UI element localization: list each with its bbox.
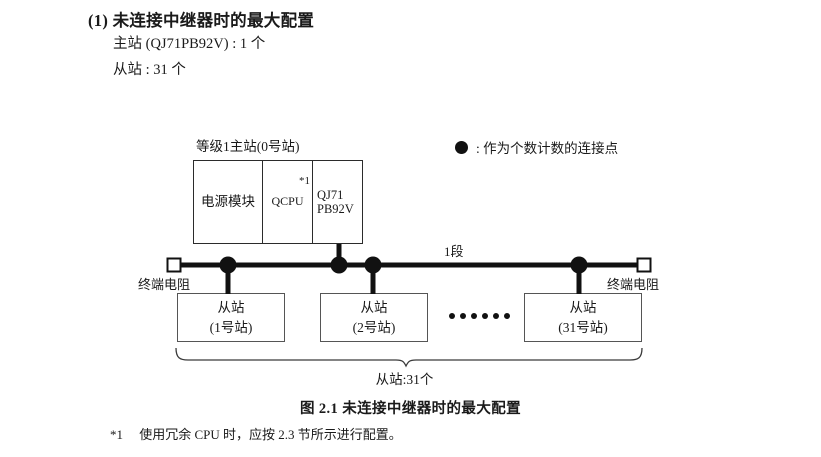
ellipsis-dot-icon [482,313,488,319]
ellipsis-dot-icon [493,313,499,319]
slave-count-caption: 从站:31个 [375,372,434,387]
slave-station-label-2-line2: (2号站) [352,319,396,335]
footnote-mark: *1 [110,427,123,442]
spec-line-master: 主站 (QJ71PB92V) : 1 个 [113,36,266,53]
slave-count-brace [175,347,643,368]
master-station-caption: 等级1主站(0号站) [196,139,300,154]
legend: : 作为个数计数的连接点 [455,137,618,157]
connection-point-dot-slave-31 [570,256,588,274]
heading-block: (1) 未连接中继器时的最大配置 主站 (QJ71PB92V) : 1 个 从站… [88,10,688,83]
legend-label: : 作为个数计数的连接点 [476,141,619,156]
slave-station-label-31-line2: (31号站) [558,319,608,335]
filled-circle-icon [455,140,468,154]
terminator-left-label: 终端电阻 [138,277,191,292]
slave-station-label-31-line1: 从站 [569,299,597,315]
footnote-marker-qcpu: *1 [299,175,310,187]
module-cell-qj71pb92v: QJ71 PB92V [313,161,362,243]
ellipsis-dot-icon [504,313,510,319]
connection-point-dot-slave-1 [219,256,237,274]
figure-caption: 图 2.1 未连接中继器时的最大配置 [299,401,522,417]
segment-label: 1段 [444,244,464,259]
terminator-left-icon [166,257,182,273]
terminator-right-label: 终端电阻 [607,277,660,292]
master-station-box: 电源模块 QCPU *1 QJ71 PB92V [193,160,363,244]
connection-point-dot-master [330,256,348,274]
slave-station-label-2-line1: 从站 [360,299,388,315]
module-label-qj71pb92v-line1: QJ71 [317,187,344,202]
connection-point-dot-slave-2 [364,256,382,274]
ellipsis-dot-icon [471,313,477,319]
spec-line-slave: 从站 : 31 个 [113,61,186,78]
module-cell-qcpu: QCPU *1 [263,161,313,243]
footnote: *1 使用冗余 CPU 时，应按 2.3 节所示进行配置。 [110,424,402,443]
module-label-qj71pb92v: QJ71 PB92V [317,188,354,217]
footnote-text: 使用冗余 CPU 时，应按 2.3 节所示进行配置。 [139,427,402,442]
ellipsis-dots [449,313,510,319]
module-label-qj71pb92v-line2: PB92V [317,202,354,216]
module-label-qcpu: QCPU [271,194,304,209]
ellipsis-dot-icon [449,313,455,319]
slave-station-box-31: 从站 (31号站) [524,293,642,342]
slave-station-label-1-line1: 从站 [217,299,245,315]
slave-station-box-1: 从站 (1号站) [177,293,285,342]
slave-station-box-2: 从站 (2号站) [320,293,428,342]
slave-station-label-1-line2: (1号站) [209,319,253,335]
section-title-text: 未连接中继器时的最大配置 [112,11,315,30]
section-number: (1) [88,11,109,30]
module-label-power-supply: 电源模块 [201,194,255,210]
module-cell-power-supply: 电源模块 [194,161,263,243]
page-title: (1) 未连接中继器时的最大配置 [88,10,688,32]
terminator-right-icon [636,257,652,273]
ellipsis-dot-icon [460,313,466,319]
